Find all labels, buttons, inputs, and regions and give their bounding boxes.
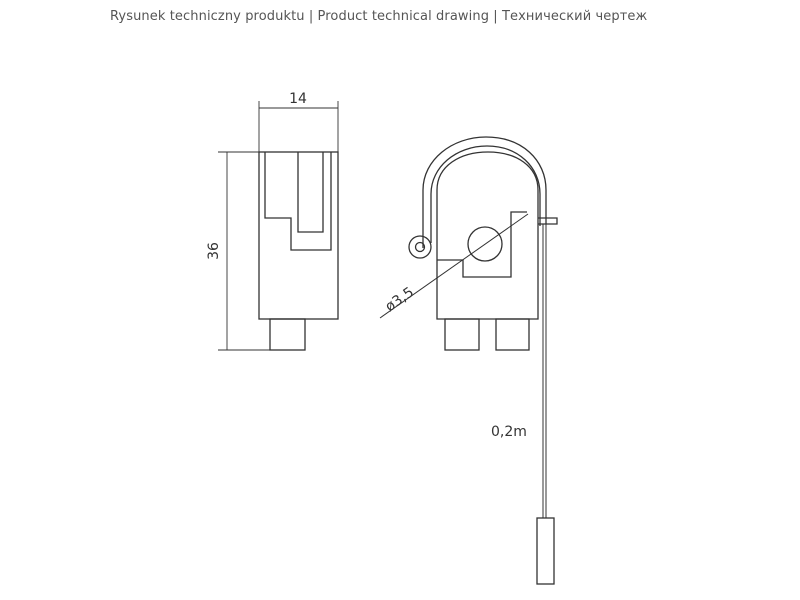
eyelet-hole <box>414 241 426 253</box>
cord-end-weight <box>536 517 555 585</box>
wire-bracket <box>422 136 547 248</box>
wire-end-pin <box>538 217 558 225</box>
wire-bracket-inner <box>430 145 541 243</box>
front-view <box>408 136 558 351</box>
pull-cord <box>536 224 555 585</box>
eyelet-ring <box>408 235 432 259</box>
page-title: Rysunek techniczny produktu | Product te… <box>110 9 648 24</box>
mounting-hole <box>467 226 503 262</box>
front-view-plug-right <box>495 318 530 351</box>
cord-length-label: 0,2m <box>491 424 527 440</box>
side-view <box>258 151 339 351</box>
front-view-plug-left <box>444 318 480 351</box>
side-view-inner-profile <box>264 152 332 251</box>
side-view-plug <box>269 318 306 351</box>
height-label: 36 <box>206 242 222 260</box>
side-view-slot <box>297 152 324 233</box>
front-view-body <box>436 151 539 320</box>
width-dimension <box>258 101 339 152</box>
height-dimension <box>218 151 270 351</box>
diameter-label: ø3,5 <box>382 284 416 315</box>
front-view-contour <box>437 211 527 278</box>
diameter-leader-line <box>379 213 529 319</box>
width-label: 14 <box>289 91 307 107</box>
